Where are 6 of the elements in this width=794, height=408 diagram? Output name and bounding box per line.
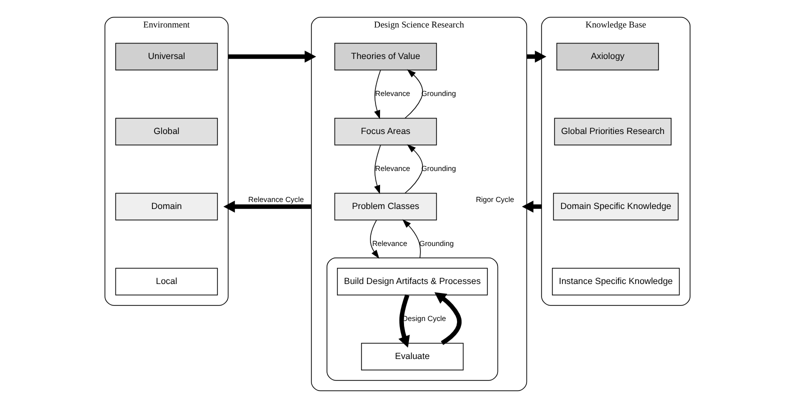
edge-label: Relevance <box>374 164 410 173</box>
edge-label: Relevance <box>374 88 410 98</box>
edge-label: Relevance <box>372 238 407 248</box>
edge-label: Grounding <box>418 238 454 248</box>
edge-label: Rigor Cycle <box>475 195 514 204</box>
edge-label: Relevance Cycle <box>248 195 304 204</box>
